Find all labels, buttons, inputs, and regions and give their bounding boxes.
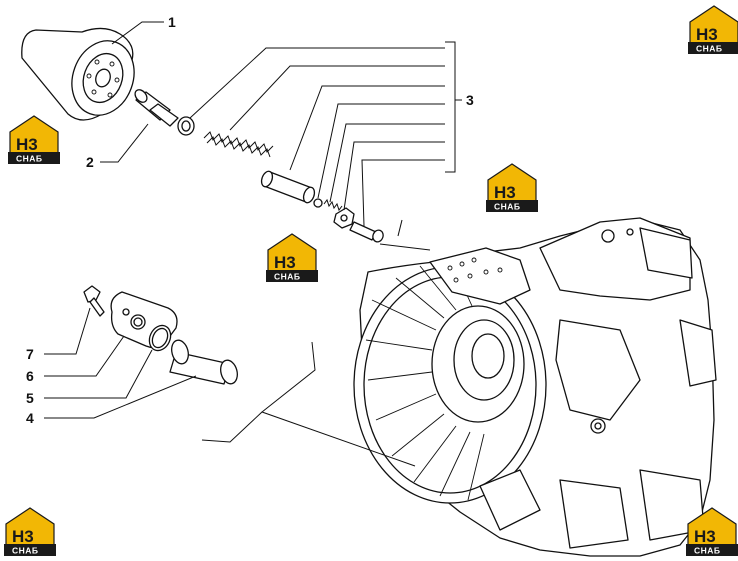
svg-text:СНАБ: СНАБ	[12, 546, 39, 556]
callout-bracket-3	[189, 41, 462, 227]
small-spring	[323, 198, 343, 212]
watermark-logo: H3 СНАБ	[685, 507, 738, 557]
o-ring-5	[148, 324, 172, 352]
nut	[333, 207, 355, 229]
leader-lines-housing	[201, 219, 431, 467]
transmission-housing	[353, 217, 717, 557]
callout-4: 4	[26, 410, 34, 426]
piston-sleeve	[260, 170, 316, 204]
callout-7: 7	[26, 346, 34, 362]
callout-leaders	[44, 21, 197, 419]
svg-text:H3: H3	[274, 253, 296, 272]
svg-text:H3: H3	[694, 527, 716, 546]
bolt	[349, 221, 384, 243]
watermark-logo: H3 СНАБ	[485, 163, 539, 213]
svg-text:СНАБ: СНАБ	[494, 202, 521, 212]
svg-text:H3: H3	[12, 527, 34, 546]
callout-1: 1	[168, 14, 176, 30]
sleeve-4	[169, 339, 238, 385]
ball	[313, 198, 323, 208]
oil-filter	[21, 27, 135, 121]
svg-text:H3: H3	[696, 25, 718, 44]
svg-text:СНАБ: СНАБ	[694, 546, 721, 556]
svg-text:СНАБ: СНАБ	[696, 44, 723, 54]
callout-3: 3	[466, 92, 474, 108]
watermark-logo: H3 СНАБ	[265, 233, 319, 283]
svg-text:СНАБ: СНАБ	[16, 154, 43, 164]
pressure-relief-fitting	[134, 89, 195, 136]
bolt-7	[83, 285, 105, 317]
svg-text:H3: H3	[16, 135, 38, 154]
watermark-logo: H3 СНАБ	[3, 507, 57, 557]
callout-5: 5	[26, 390, 34, 406]
watermark-logo: H3 СНАБ	[687, 5, 738, 55]
callout-6: 6	[26, 368, 34, 384]
svg-text:СНАБ: СНАБ	[274, 272, 301, 282]
spring	[203, 131, 274, 158]
watermark-logo: H3 СНАБ	[7, 115, 61, 165]
callout-2: 2	[86, 154, 94, 170]
svg-text:H3: H3	[494, 183, 516, 202]
